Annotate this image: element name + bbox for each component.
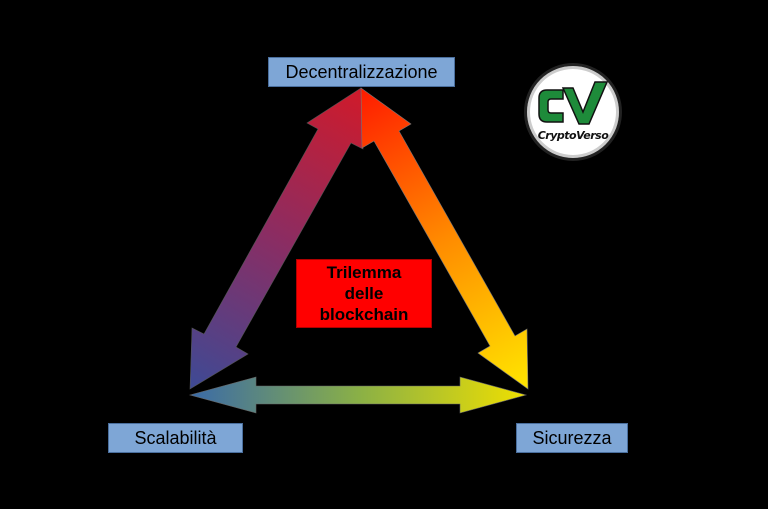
cv-logo-icon xyxy=(538,81,609,125)
node-scalabilita: Scalabilità xyxy=(108,423,243,453)
node-sicurezza: Sicurezza xyxy=(516,423,628,453)
double-arrow-right-edge xyxy=(360,87,529,390)
center-title-line2: delle xyxy=(344,284,384,303)
center-title-box: Trilemma delle blockchain xyxy=(296,259,432,328)
double-arrow-left-edge xyxy=(189,87,364,390)
node-decentralizzazione: Decentralizzazione xyxy=(268,57,455,87)
center-title-line3: blockchain xyxy=(319,305,409,324)
double-arrow-bottom-edge xyxy=(188,376,528,414)
logo-text: CryptoVerso xyxy=(537,129,609,142)
center-title-line1: Trilemma xyxy=(326,263,402,282)
cryptoverso-logo: CryptoVerso xyxy=(524,63,622,161)
